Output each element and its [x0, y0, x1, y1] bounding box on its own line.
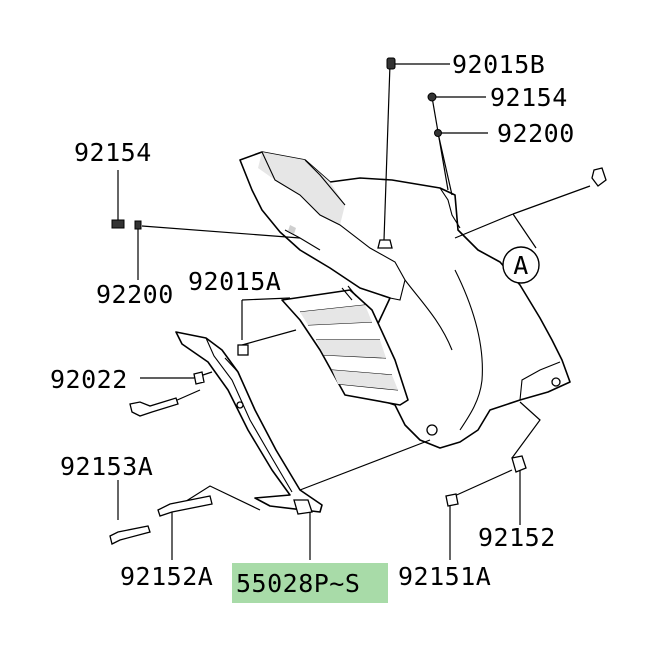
hardware — [109, 57, 607, 545]
fairing-hole-icon — [426, 424, 438, 436]
stay-clip-icon — [293, 499, 313, 515]
label-92153a[interactable]: 92153A — [60, 452, 153, 481]
washer-92200-top-icon — [434, 129, 442, 137]
label-55028[interactable]: 55028P~S — [236, 569, 360, 598]
ref-a-label: A — [513, 251, 529, 280]
nut-92152-icon — [511, 455, 527, 473]
label-92200-top[interactable]: 92200 — [497, 119, 575, 148]
label-92154-top[interactable]: 92154 — [490, 83, 568, 112]
fairing-grommet-icon — [551, 377, 561, 387]
part-number-labels: 92015B 92154 92200 92154 92200 92015A 92… — [50, 50, 575, 598]
clip-right-icon — [591, 167, 607, 187]
bolt-92153a-icon — [109, 525, 151, 545]
label-92015a[interactable]: 92015A — [188, 267, 281, 296]
label-92152[interactable]: 92152 — [478, 523, 556, 552]
highlighted-part-background — [232, 563, 388, 603]
nut-92015a-icon — [237, 344, 249, 356]
washer-92200-left-icon — [134, 220, 142, 230]
label-92154-left[interactable]: 92154 — [74, 138, 152, 167]
label-92015b[interactable]: 92015B — [452, 50, 545, 79]
bolt-92022-icon — [129, 397, 179, 417]
vent-louvers — [281, 285, 409, 406]
side-stay-bracket — [175, 331, 323, 515]
bolt-92151a-icon — [445, 493, 459, 507]
lower-fairing-panel — [239, 151, 571, 449]
label-92152a[interactable]: 92152A — [120, 562, 213, 591]
stay-hole-icon — [236, 401, 244, 409]
collar-92022-icon — [193, 371, 205, 385]
bolt-92152a-icon — [157, 495, 213, 517]
leader-lines — [117, 63, 541, 560]
screw-92154-left-icon — [111, 219, 125, 229]
grommet-icon — [377, 239, 393, 249]
label-92151a[interactable]: 92151A — [398, 562, 491, 591]
nut-92015b-icon — [386, 57, 396, 70]
reference-callout-a: A — [454, 185, 591, 284]
label-92200-left[interactable]: 92200 — [96, 280, 174, 309]
label-92022[interactable]: 92022 — [50, 365, 128, 394]
screw-92154-top-icon — [427, 92, 437, 102]
